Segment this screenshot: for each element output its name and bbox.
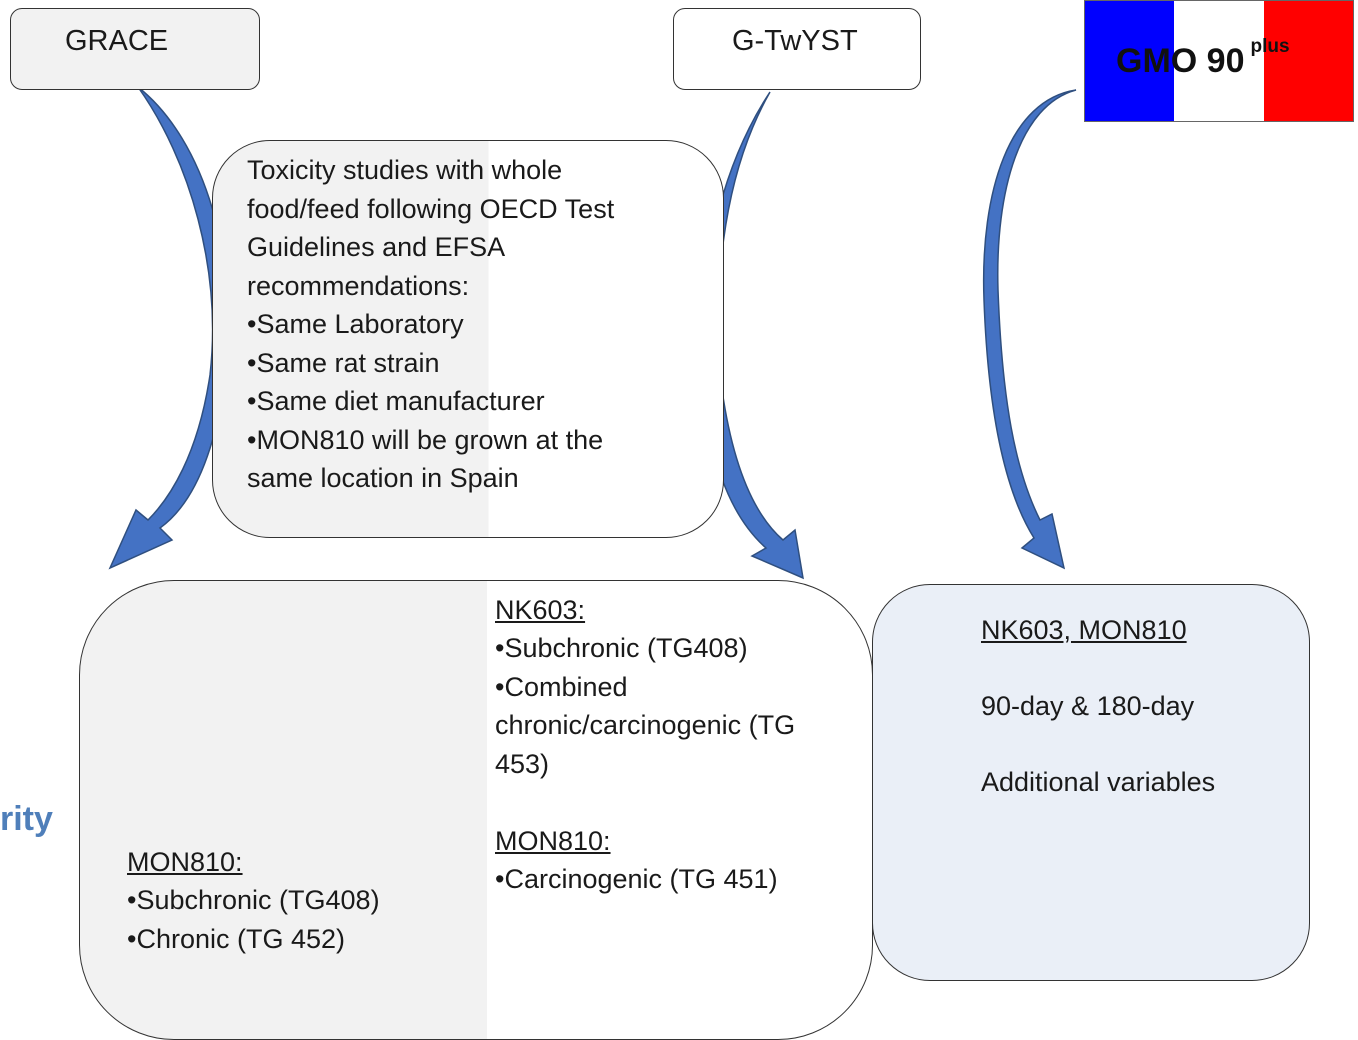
- flag-white-stripe: [1174, 1, 1264, 121]
- gmo90-text: GMO 90: [1116, 42, 1245, 80]
- tox-bullet-4: •MON810 will be grown at the: [247, 424, 604, 455]
- tox-bullet-4-cont: same location in Spain: [247, 463, 519, 493]
- grace-box: GRACE: [10, 8, 260, 90]
- gmo90-extra: Additional variables: [981, 767, 1216, 797]
- grace-label: GRACE: [65, 25, 169, 57]
- arrow-grace: [108, 86, 230, 570]
- flag-blue-stripe: [1085, 1, 1175, 121]
- gtwyst-box: G-TwYST: [673, 8, 921, 90]
- french-flag: [1084, 0, 1354, 122]
- gtwyst-nk603-item-3: chronic/carcinogenic (TG: [495, 710, 796, 740]
- tox-intro-2: food/feed following OECD Test: [247, 193, 615, 224]
- grace-item-1: •Subchronic (TG408): [127, 885, 380, 915]
- tox-intro-4: recommendations:: [247, 270, 470, 301]
- flag-red-stripe: [1263, 1, 1353, 121]
- tox-intro-1: Toxicity studies with whole: [247, 155, 563, 185]
- gtwyst-nk603-heading: NK603:: [495, 595, 586, 625]
- grace-gtwyst-studies-box: [79, 580, 873, 1040]
- grace-item-2: •Chronic (TG 452): [127, 924, 346, 954]
- gtwyst-mon810-heading: MON810:: [495, 826, 611, 856]
- gtwyst-label: G-TwYST: [732, 25, 858, 57]
- tox-bullet-3: •Same diet manufacturer: [247, 386, 545, 416]
- gtwyst-mon810-item-1: •Carcinogenic (TG 451): [495, 864, 778, 894]
- gtwyst-nk603-item-1: •Subchronic (TG408): [495, 633, 748, 663]
- gmo90-heading: NK603, MON810: [981, 615, 1187, 645]
- gmo90-studies-box: [872, 584, 1310, 981]
- toxicity-studies-box: Toxicity studies with whole food/feed fo…: [212, 140, 724, 538]
- tox-bullet-1: •Same Laboratory: [247, 309, 464, 339]
- gmo90-duration: 90-day & 180-day: [981, 691, 1195, 721]
- arrow-gmo90: [982, 89, 1077, 570]
- grace-mon810-heading: MON810:: [127, 847, 243, 877]
- gtwyst-nk603-item-2: •Combined: [495, 672, 628, 702]
- tox-intro-3: Guidelines and EFSA: [247, 232, 506, 262]
- tox-bullet-2: •Same rat strain: [247, 347, 440, 378]
- gtwyst-nk603-item-4: 453): [495, 749, 550, 779]
- gmo90-superscript: plus: [1250, 36, 1290, 57]
- partial-title-text: rity: [0, 800, 53, 838]
